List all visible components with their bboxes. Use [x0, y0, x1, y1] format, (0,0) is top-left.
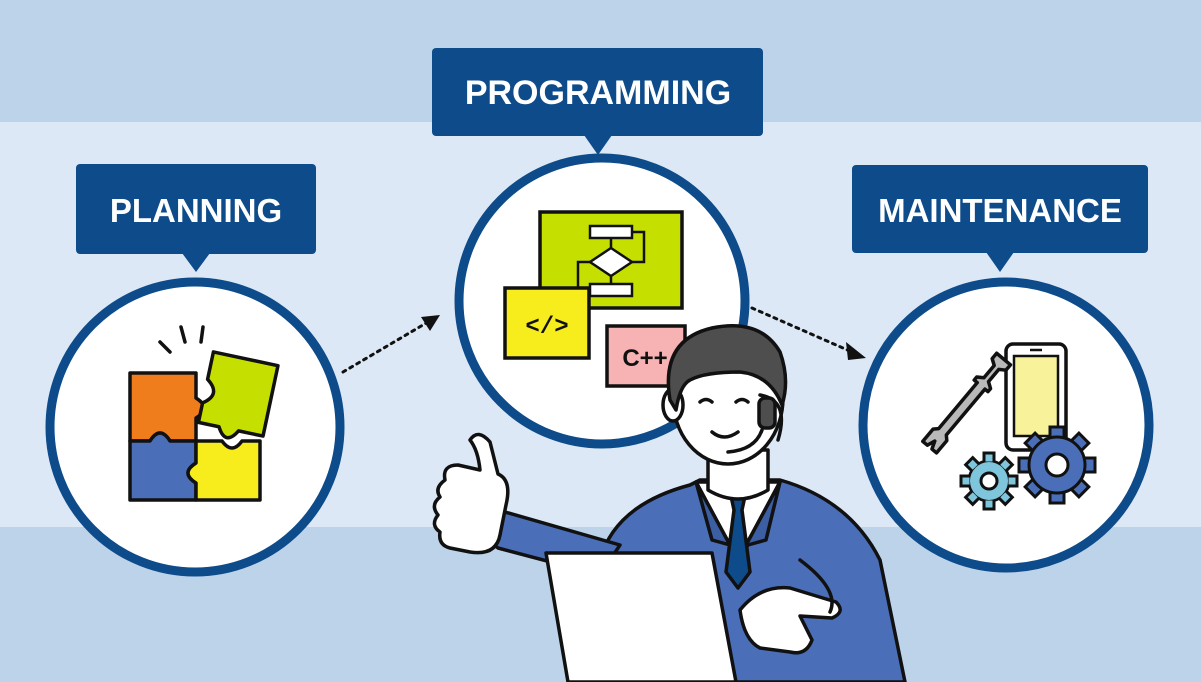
maintenance-label: MAINTENANCE [878, 192, 1122, 229]
programming-label: PROGRAMMING [465, 74, 731, 112]
planning-stage: PLANNING [45, 164, 345, 577]
headset-earpiece [757, 396, 777, 430]
thumbs-up-hand [432, 432, 510, 555]
person-illustration [432, 324, 907, 682]
cpp-text: C++ [622, 345, 667, 372]
arm-pointing [798, 558, 834, 614]
planning-label-pointer [182, 253, 210, 272]
eye-left [698, 397, 714, 404]
eye-right [734, 397, 750, 404]
pointing-hand [738, 585, 842, 655]
code-tag-text: </> [525, 314, 568, 341]
wrench-phone-gears-icon [921, 342, 1097, 511]
wrench-icon [921, 351, 1013, 455]
headset-mic [726, 428, 764, 454]
maintenance-label-pointer [986, 252, 1014, 272]
maintenance-stage: MAINTENANCE [852, 165, 1154, 573]
flowchart-diagram [576, 224, 646, 298]
planning-label: PLANNING [110, 192, 282, 229]
laptop [544, 551, 738, 682]
puzzle-icon [128, 325, 280, 502]
programming-label-pointer [584, 135, 612, 155]
arrow-programming-to-maintenance [750, 306, 866, 360]
planning-label-box [76, 164, 316, 254]
code-tag-window [503, 286, 591, 360]
programming-label-box [432, 48, 763, 136]
arrow-planning-to-programming [341, 315, 440, 374]
mouth [710, 430, 740, 439]
maintenance-label-box [852, 165, 1148, 253]
code-window-icon: </> C++ [503, 210, 687, 388]
gear-small-icon [959, 451, 1019, 511]
phone-screen [1012, 354, 1060, 438]
gear-large-icon [1017, 425, 1097, 505]
hair [666, 324, 788, 412]
